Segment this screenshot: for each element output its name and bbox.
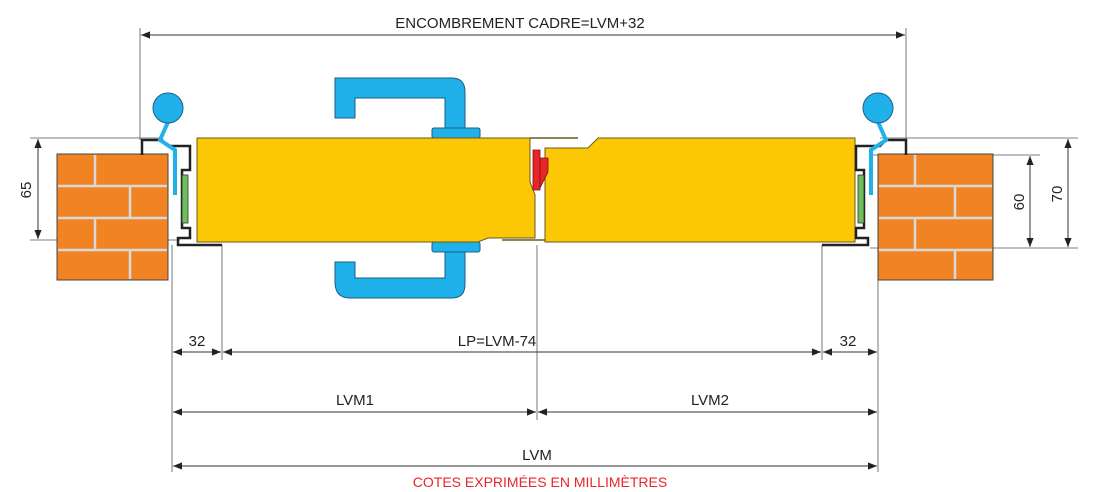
left-frame [140, 92, 222, 247]
left-brick-wall [56, 153, 169, 281]
total-label: LVM [522, 447, 552, 464]
leaf1-label: LVM1 [336, 392, 374, 409]
right-outer-height-label: 70 [1049, 186, 1066, 203]
right-brick-wall [877, 153, 994, 281]
right-frame [822, 92, 908, 247]
hinge-icon [152, 92, 184, 124]
right-inner-height-label: 60 [1011, 194, 1028, 211]
door-leaf-2 [544, 137, 856, 243]
units-note: COTES EXPRIMÉES EN MILLIMÈTRES [413, 474, 667, 490]
frame-width-label: ENCOMBREMENT CADRE=LVM+32 [395, 15, 645, 32]
left-offset-label: 32 [189, 333, 206, 350]
leaf2-label: LVM2 [691, 392, 729, 409]
handle [334, 77, 481, 299]
hinge-icon [862, 92, 894, 124]
passage-label: LP=LVM-74 [458, 333, 537, 350]
door-leaf-1 [196, 137, 536, 243]
left-height-label: 65 [18, 182, 35, 199]
seal [532, 149, 549, 191]
right-offset-label: 32 [840, 333, 857, 350]
